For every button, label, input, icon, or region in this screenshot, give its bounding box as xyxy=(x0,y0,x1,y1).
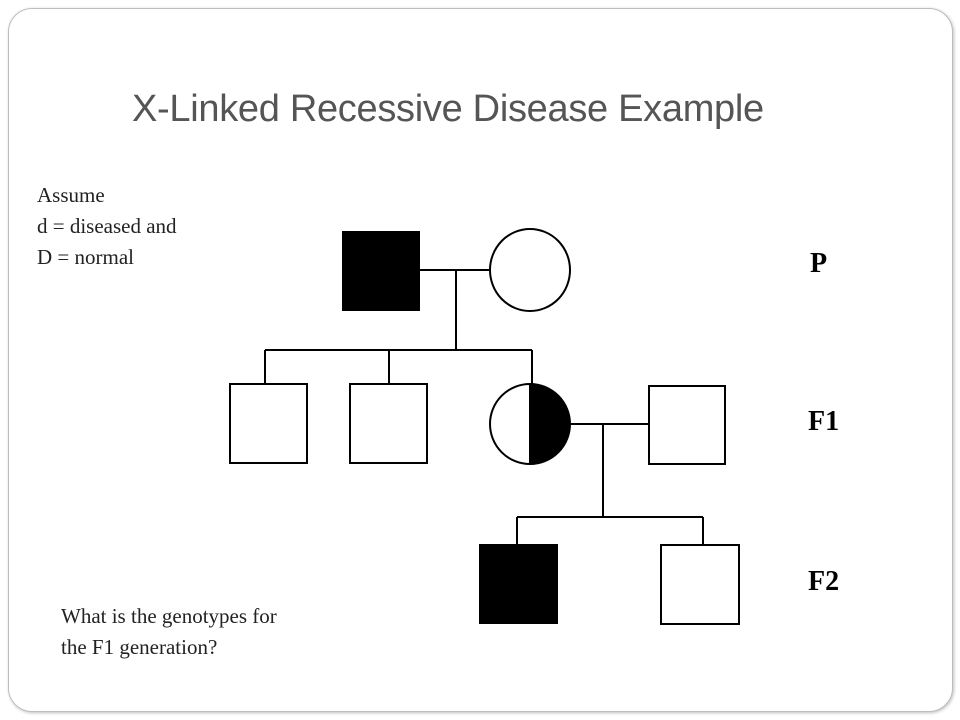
generation-label-p: P xyxy=(810,248,828,279)
f1-spouse-male-symbol xyxy=(648,385,726,465)
question-line-2: the F1 generation? xyxy=(61,635,218,659)
pedigree-lines xyxy=(264,269,704,545)
slide-title: X-Linked Recessive Disease Example xyxy=(132,88,764,130)
assumption-line-3: D = normal xyxy=(37,245,134,269)
assumption-line-2: d = diseased and xyxy=(37,214,177,238)
question-text: What is the genotypes for the F1 generat… xyxy=(61,601,277,663)
f1-carrier-female-symbol xyxy=(489,383,571,465)
f1-unaffected-male-symbol-2 xyxy=(349,383,428,464)
question-line-1: What is the genotypes for xyxy=(61,604,277,628)
p-unaffected-female-symbol xyxy=(489,228,571,312)
p-affected-male-symbol xyxy=(342,231,420,311)
assumption-text: Assume d = diseased and D = normal xyxy=(37,180,177,273)
assumption-line-1: Assume xyxy=(37,183,105,207)
generation-label-f1: F1 xyxy=(808,406,840,437)
generation-label-f2: F2 xyxy=(808,566,840,597)
f2-unaffected-male-symbol xyxy=(660,544,740,625)
f1-unaffected-male-symbol-1 xyxy=(229,383,308,464)
f2-affected-male-symbol xyxy=(479,544,558,624)
